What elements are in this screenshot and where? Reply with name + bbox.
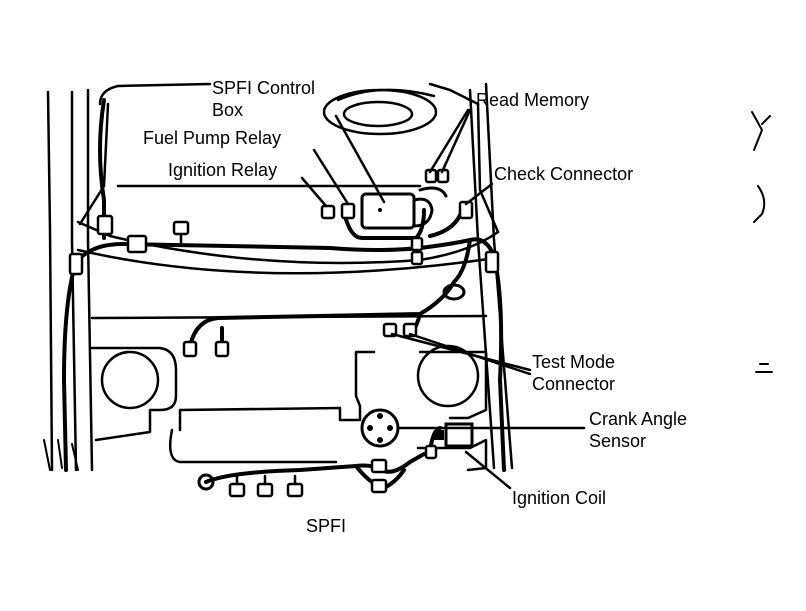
ignition-coil — [434, 422, 474, 448]
connector-ignition-relay — [320, 204, 336, 220]
control-box-dot — [378, 208, 382, 212]
connectors — [68, 168, 500, 498]
connector-lower-3 — [286, 482, 304, 498]
connector-left-branch — [182, 340, 198, 358]
crank-sensor-pin-2 — [367, 425, 373, 431]
left-mount — [90, 346, 178, 442]
harness-left-vertical — [98, 98, 106, 240]
leader-read-memory-2 — [440, 108, 472, 174]
connector-fender-right — [484, 250, 500, 274]
connector-left-mid — [126, 234, 148, 254]
harness-check — [428, 208, 464, 238]
leader-ignition-coil — [464, 450, 512, 490]
spfi-control-box — [360, 186, 448, 230]
leader-test-mode-2 — [408, 332, 532, 376]
left-fender-outer — [46, 90, 54, 472]
connector-test-mode-2 — [402, 322, 418, 338]
scan-mark-8 — [71, 443, 79, 471]
connector-harness-center-2 — [410, 250, 424, 266]
cowl-lower-2 — [76, 248, 498, 275]
connector-lower-1 — [228, 482, 246, 498]
caption-spfi: SPFI — [306, 516, 346, 536]
control-box-cable-2 — [418, 186, 448, 198]
connector-coil-side — [424, 444, 438, 460]
intake-dome — [322, 88, 438, 136]
label-check-connector: Check Connector — [494, 164, 633, 184]
dome-inner — [342, 100, 414, 128]
harness-loop-mid — [188, 238, 472, 348]
label-fuel-pump-relay: Fuel Pump Relay — [143, 128, 281, 148]
lower-right — [416, 438, 488, 472]
labels: SPFI Control Box Fuel Pump Relay Ignitio… — [143, 78, 687, 536]
scan-mark-7 — [57, 439, 63, 469]
leader-fuel-pump-relay — [312, 148, 350, 206]
label-ignition-relay: Ignition Relay — [168, 160, 277, 180]
center-block — [178, 350, 376, 432]
leader-control-box — [334, 114, 386, 204]
leader-check-connector — [464, 182, 494, 206]
firewall-top — [98, 82, 212, 106]
label-crank-angle-line1: Crank Angle — [589, 409, 687, 429]
crank-sensor-body — [360, 408, 400, 448]
left-fender-inner-2 — [86, 88, 94, 472]
harness-loop — [442, 283, 466, 301]
control-box-cable — [412, 197, 434, 228]
connector-left-upper — [172, 220, 190, 236]
scan-mark-2 — [761, 115, 771, 125]
label-test-mode-line2: Connector — [532, 374, 615, 394]
dome-top-rim — [336, 88, 436, 102]
harness-end-plug — [197, 473, 215, 491]
label-crank-angle-line2: Sensor — [589, 431, 646, 451]
connector-fuel-pump-relay — [340, 202, 356, 220]
scan-marks — [43, 111, 773, 471]
connector-left-top — [96, 214, 114, 236]
lower-base — [169, 428, 338, 464]
right-fender-outer — [484, 82, 514, 470]
connector-check — [458, 200, 474, 220]
connector-lower-mid-2 — [370, 478, 388, 494]
scan-mark-6 — [43, 439, 51, 471]
connector-lower-2 — [256, 482, 274, 498]
label-spfi-control-box-line2: Box — [212, 100, 243, 120]
label-test-mode-line1: Test Mode — [532, 352, 615, 372]
right-slant — [476, 102, 500, 234]
control-box-body — [360, 192, 416, 230]
leader-lines — [300, 108, 586, 490]
crank-angle-sensor — [360, 408, 400, 448]
left-fender-inner — [70, 90, 78, 472]
harness-to-box — [342, 208, 426, 240]
firewall-right — [428, 82, 480, 106]
label-spfi-control-box-line1: SPFI Control — [212, 78, 315, 98]
connector-stubs — [179, 232, 297, 486]
ignition-coil-body — [444, 422, 474, 448]
crank-sensor-pin-3 — [387, 425, 393, 431]
label-read-memory: Read Memory — [476, 90, 589, 110]
connector-harness-center-1 — [410, 236, 424, 252]
scan-mark-3 — [753, 185, 766, 223]
label-ignition-coil: Ignition Coil — [512, 488, 606, 508]
connector-fender-left — [68, 252, 84, 276]
crank-sensor-pin-1 — [377, 413, 383, 419]
crank-sensor-pin-4 — [377, 437, 383, 443]
wheel-wells — [100, 344, 480, 410]
leader-ignition-relay — [300, 176, 328, 208]
left-wheel-well — [100, 350, 160, 410]
harness-lower — [204, 452, 426, 484]
dome-outer — [322, 88, 438, 136]
connector-center-branch — [214, 340, 230, 358]
ignition-coil-top — [434, 430, 444, 440]
connector-lower-mid — [370, 458, 388, 474]
leader-read-memory-1 — [428, 108, 470, 174]
scan-mark-1 — [751, 111, 763, 151]
